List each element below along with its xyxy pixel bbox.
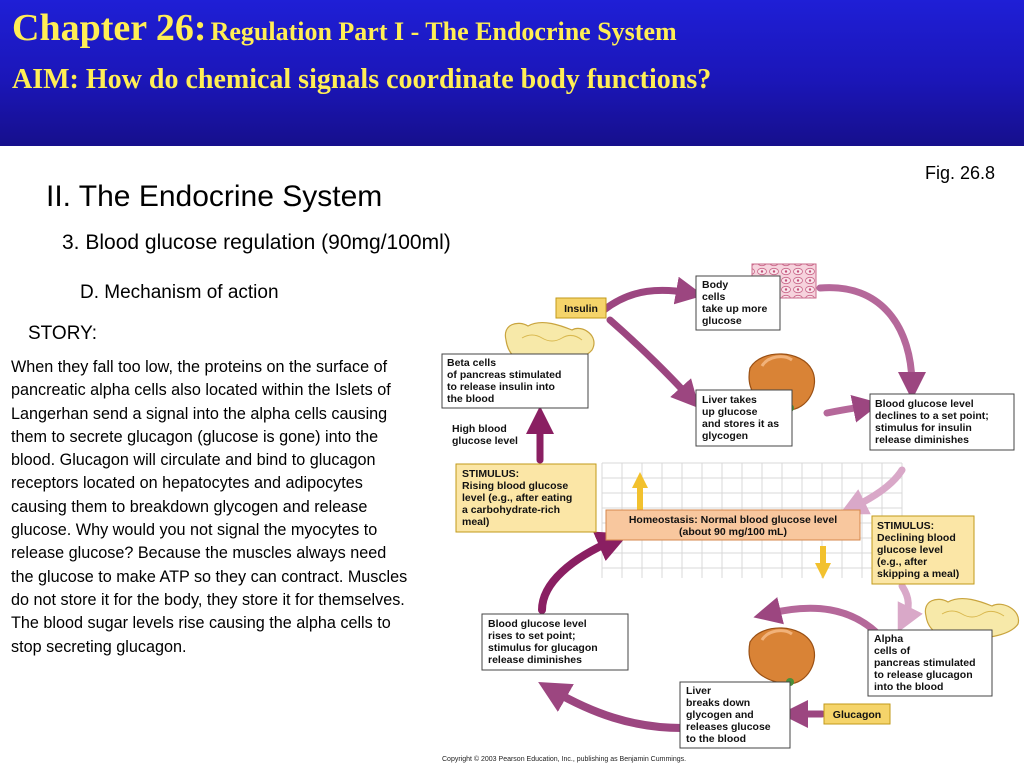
homeostasis-line-1: Homeostasis: Normal blood glucose level <box>629 514 837 526</box>
beta-cells-line-2: of pancreas stimulated <box>447 369 561 381</box>
story-label: STORY: <box>28 323 97 344</box>
figure-label: Fig. 26.8 <box>925 163 996 183</box>
liver-breaks-line-5: to the blood <box>686 733 746 745</box>
arrow-declines-to-homeostasis <box>839 466 906 515</box>
glucagon-label: Glucagon <box>833 709 881 721</box>
glucagon-label-box: Glucagon <box>823 703 891 725</box>
liver-takes-line-1: Liver takes <box>702 394 757 406</box>
stimulus-declining-line-3: glucose level <box>877 544 943 556</box>
liver-takes-line-2: up glucose <box>702 406 758 418</box>
insulin-label: Insulin <box>564 303 598 315</box>
arrow-rises-to-homeostasis <box>538 531 629 614</box>
beta-cells-line-4: the blood <box>447 393 494 405</box>
stimulus-rising-line-1: STIMULUS: <box>462 468 519 480</box>
glucose-regulation-diagram: Insulin Body cells take up more glucose … <box>441 263 1020 763</box>
title-banner: Chapter 26: Regulation Part I - The Endo… <box>0 0 1024 146</box>
liver-breaks-line-1: Liver <box>686 685 711 697</box>
homeostasis-box: Homeostasis: Normal blood glucose level … <box>605 509 861 541</box>
body-cells-line-1: Body <box>702 279 728 291</box>
declining-arrow-icon <box>815 546 831 579</box>
beta-cells-line-1: Beta cells <box>447 357 496 369</box>
stimulus-rising-box: STIMULUS: Rising blood glucose level (e.… <box>455 463 597 533</box>
stimulus-rising-line-3: level (e.g., after eating <box>462 492 572 504</box>
rises-line-2: rises to set point; <box>488 630 576 642</box>
liver-takes-line-4: glycogen <box>702 430 748 442</box>
liver-breaks-line-2: breaks down <box>686 697 750 709</box>
stimulus-declining-line-1: STIMULUS: <box>877 520 934 532</box>
arrow-insulin-to-liver <box>606 316 700 409</box>
liver-takes-line-3: and stores it as <box>702 418 779 430</box>
pancreas-top-icon <box>504 322 595 364</box>
arrow-liver-to-bottom-loop <box>538 682 686 732</box>
alpha-cells-line-1: Alpha <box>874 633 903 645</box>
body-cells-line-2: cells <box>702 291 726 303</box>
rises-line-4: release diminishes <box>488 654 582 666</box>
stimulus-rising-line-5: meal) <box>462 516 489 528</box>
liver-breaks-line-4: releases glucose <box>686 721 771 733</box>
alpha-cells-line-2: cells of <box>874 645 911 657</box>
glucose-declines-box: Blood glucose level declines to a set po… <box>869 393 1015 451</box>
chapter-subtitle: Regulation Part I - The Endocrine System <box>210 17 677 46</box>
beta-cells-line-3: to release insulin into <box>447 381 555 393</box>
copyright-text: Copyright © 2003 Pearson Education, Inc.… <box>442 755 686 763</box>
alpha-cells-box: Alpha cells of pancreas stimulated to re… <box>867 629 993 697</box>
rises-line-1: Blood glucose level <box>488 618 587 630</box>
stimulus-declining-line-5: skipping a meal) <box>877 568 959 580</box>
stimulus-declining-box: STIMULUS: Declining blood glucose level … <box>871 515 975 585</box>
body-cells-line-3: take up more <box>702 303 768 315</box>
liver-takes-box: Liver takes up glucose and stores it as … <box>695 389 793 447</box>
high-blood-line-1: High blood <box>452 423 507 435</box>
declines-line-3: stimulus for insulin <box>875 422 972 434</box>
arrow-liver-to-declines <box>823 395 881 423</box>
subsection-heading: 3. Blood glucose regulation (90mg/100ml) <box>62 231 451 254</box>
feedback-arrows <box>526 276 926 732</box>
liver-breaks-box: Liver breaks down glycogen and releases … <box>679 681 791 749</box>
alpha-cells-line-3: pancreas stimulated <box>874 657 976 669</box>
liver-breaks-line-3: glycogen and <box>686 709 754 721</box>
beta-cells-box: Beta cells of pancreas stimulated to rel… <box>441 353 589 409</box>
rising-arrow-icon <box>632 472 648 510</box>
insulin-label-box: Insulin <box>555 297 607 319</box>
high-blood-line-2: glucose level <box>452 435 518 447</box>
rises-line-3: stimulus for glucagon <box>488 642 598 654</box>
aim-line: AIM: How do chemical signals coordinate … <box>12 64 712 95</box>
stimulus-rising-line-4: a carbohydrate-rich <box>462 504 560 516</box>
homeostasis-line-2: (about 90 mg/100 mL) <box>679 526 787 538</box>
section-heading: II. The Endocrine System <box>46 180 383 213</box>
arrow-insulin-to-body-cells <box>600 276 704 314</box>
alpha-cells-line-5: into the blood <box>874 681 943 693</box>
arrow-glucagon-to-rises <box>753 597 886 642</box>
declines-line-4: release diminishes <box>875 434 969 446</box>
story-paragraph: When they fall too low, the proteins on … <box>11 358 408 656</box>
body-cells-line-4: glucose <box>702 315 742 327</box>
glucose-rises-box: Blood glucose level rises to set point; … <box>481 613 629 671</box>
liver-bottom-icon <box>748 627 816 686</box>
chapter-label: Chapter 26: <box>12 7 207 49</box>
arrow-stimulus-to-alpha <box>897 582 923 633</box>
declines-line-2: declines to a set point; <box>875 410 989 422</box>
arrow-body-cells-to-declines <box>816 284 926 400</box>
pancreas-bottom-icon <box>924 598 1020 640</box>
stimulus-rising-line-2: Rising blood glucose <box>462 480 568 492</box>
chapter-title: Chapter 26: Regulation Part I - The Endo… <box>12 6 677 50</box>
stimulus-declining-line-4: (e.g., after <box>877 556 927 568</box>
body-cells-box: Body cells take up more glucose <box>695 275 781 331</box>
point-heading: D. Mechanism of action <box>80 282 279 303</box>
alpha-cells-line-4: to release glucagon <box>874 669 973 681</box>
declines-line-1: Blood glucose level <box>875 398 974 410</box>
stimulus-declining-line-2: Declining blood <box>877 532 956 544</box>
